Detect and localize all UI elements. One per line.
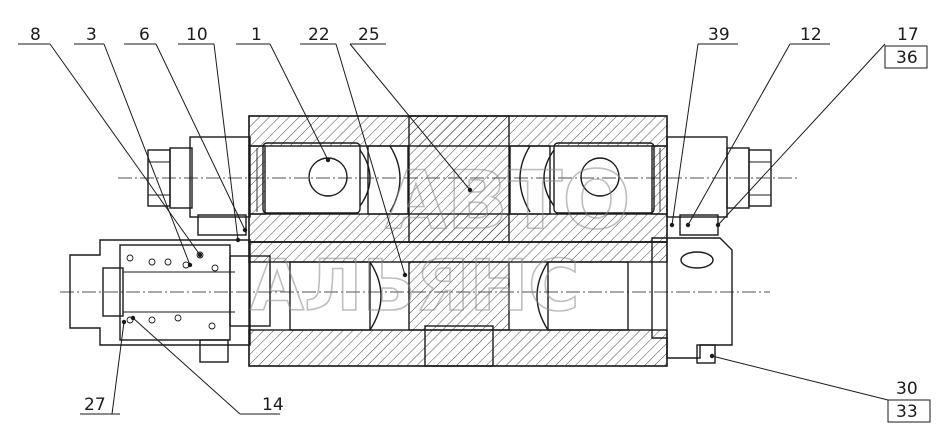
- upper-valve-body: [248, 115, 668, 243]
- callout-8: 8: [30, 25, 41, 45]
- callout-36: 36: [896, 48, 918, 68]
- callout-1: 1: [251, 25, 262, 45]
- callout-box-36: [884, 45, 928, 69]
- left-spring-housing: [69, 239, 251, 363]
- callout-39: 39: [708, 25, 730, 45]
- left-end-cap: [147, 136, 251, 236]
- callout-17: 17: [897, 25, 919, 45]
- callout-22: 22: [308, 25, 330, 45]
- callout-27: 27: [84, 395, 106, 415]
- right-lower-housing: [651, 237, 733, 364]
- callout-10: 10: [186, 25, 208, 45]
- callout-14: 14: [262, 395, 284, 415]
- watermark-line2: АЛЬЯНС: [250, 245, 580, 327]
- leader-dots: [121, 157, 721, 359]
- watermark-line1: АВТО: [385, 154, 630, 247]
- callout-6: 6: [139, 25, 150, 45]
- lower-valve-body: [229, 241, 668, 367]
- callout-30: 30: [896, 379, 918, 399]
- right-end-cap: [666, 136, 772, 236]
- watermark: АВТО АЛЬЯНС: [249, 153, 631, 328]
- callout-25: 25: [358, 25, 380, 45]
- callout-box-33: [887, 399, 931, 423]
- callout-3: 3: [86, 25, 97, 45]
- callout-12: 12: [800, 25, 822, 45]
- callout-labels: 8 3 6 10 1 22 25 39 12 17 36 30 33 27 14: [30, 25, 931, 423]
- callout-33: 33: [896, 402, 918, 422]
- leader-lines: [18, 43, 889, 415]
